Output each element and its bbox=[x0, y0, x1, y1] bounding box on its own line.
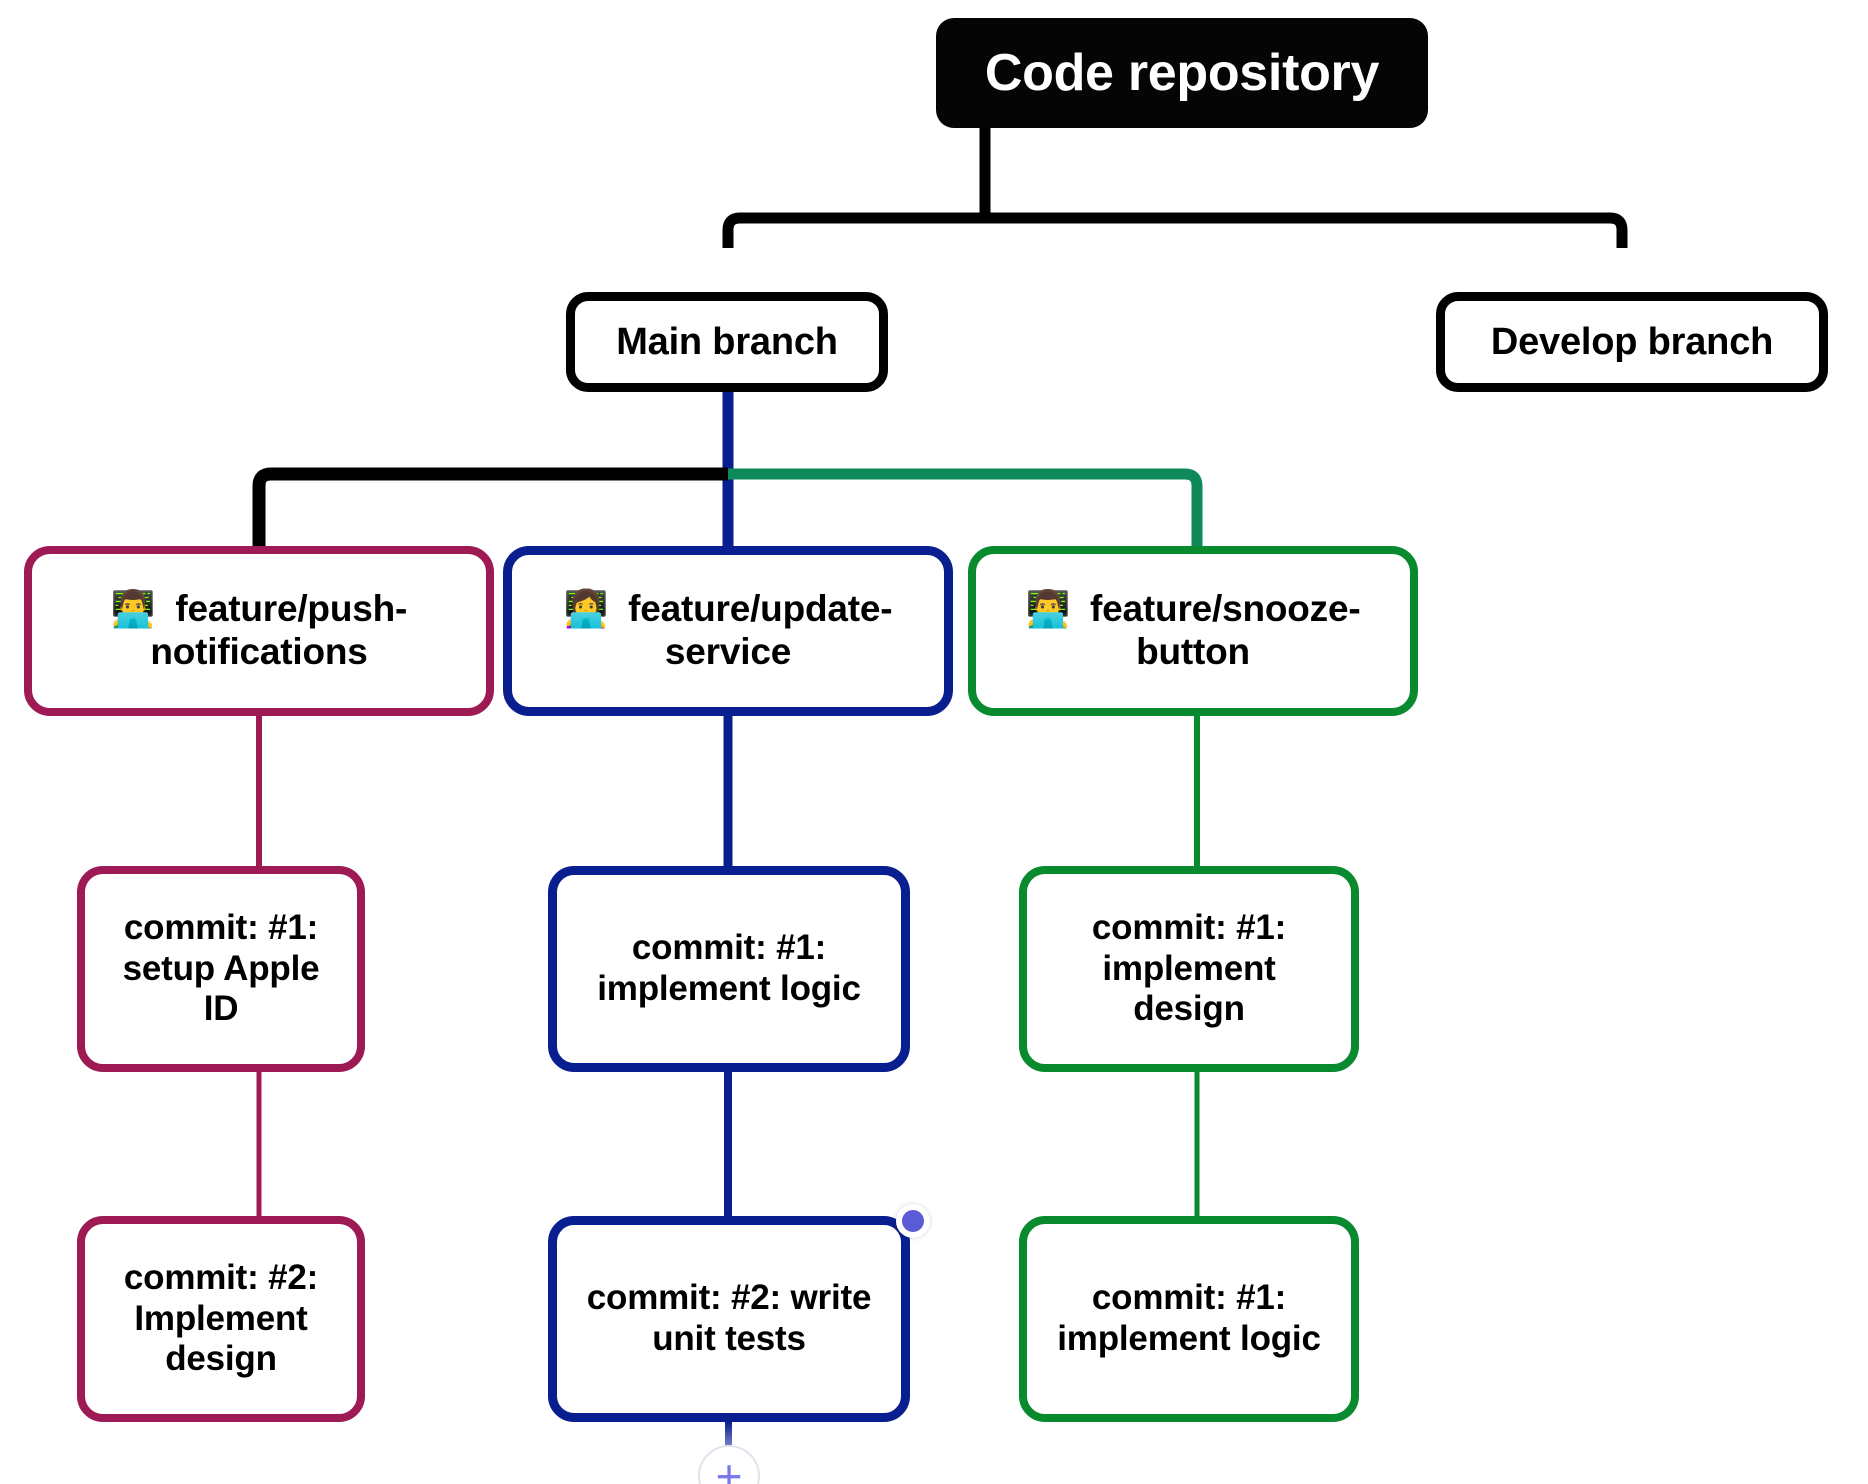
node-label: feature/update-service bbox=[628, 588, 893, 672]
node-label: feature/push-notifications bbox=[150, 588, 408, 672]
plus-icon: + bbox=[715, 1450, 743, 1484]
node-feature-snooze-button[interactable]: 👨‍💻 feature/snooze-button bbox=[968, 546, 1418, 716]
node-push-commit-1[interactable]: commit: #1: setup Apple ID bbox=[77, 866, 365, 1072]
node-feature-push-notifications[interactable]: 👨‍💻 feature/push-notifications bbox=[24, 546, 494, 716]
node-label: feature/snooze-button bbox=[1090, 588, 1361, 672]
add-child-button[interactable]: + bbox=[698, 1445, 760, 1484]
node-feature-content: 👨‍💻 feature/push-notifications bbox=[50, 588, 468, 674]
connector-featurebus-left bbox=[252, 467, 728, 548]
node-snooze-commit-2[interactable]: commit: #1: implement logic bbox=[1019, 1216, 1359, 1422]
connector-bus-main-develop bbox=[722, 212, 1628, 248]
node-feature-content: 👨‍💻 feature/snooze-button bbox=[994, 588, 1392, 674]
node-code-repository[interactable]: Code repository bbox=[936, 18, 1428, 128]
node-label: commit: #1: implement logic bbox=[597, 928, 861, 1008]
node-feature-update-service[interactable]: 👩‍💻 feature/update-service bbox=[503, 546, 953, 716]
node-label: Code repository bbox=[984, 43, 1380, 102]
node-label: Develop branch bbox=[1490, 320, 1774, 363]
node-label: commit: #1: setup Apple ID bbox=[122, 908, 320, 1029]
node-push-commit-2[interactable]: commit: #2: Implement design bbox=[77, 1216, 365, 1422]
node-main-branch[interactable]: Main branch bbox=[566, 292, 888, 392]
connector-featurebus-right bbox=[728, 468, 1203, 548]
node-snooze-commit-1[interactable]: commit: #1: implement design bbox=[1019, 866, 1359, 1072]
selection-handle[interactable] bbox=[896, 1204, 930, 1238]
node-label: commit: #1: implement logic bbox=[1057, 1278, 1321, 1358]
node-label: commit: #1: implement design bbox=[1091, 908, 1287, 1029]
node-develop-branch[interactable]: Develop branch bbox=[1436, 292, 1828, 392]
node-update-commit-2[interactable]: commit: #2: write unit tests bbox=[548, 1216, 910, 1422]
node-label: Main branch bbox=[616, 320, 838, 363]
add-child-stub bbox=[725, 1422, 732, 1460]
woman-technologist-emoji: 👩‍💻 bbox=[563, 588, 619, 630]
node-feature-content: 👩‍💻 feature/update-service bbox=[530, 588, 926, 674]
man-technologist-emoji: 👨‍💻 bbox=[1025, 588, 1080, 630]
man-technologist-emoji: 👨‍💻 bbox=[110, 588, 166, 630]
node-label: commit: #2: Implement design bbox=[123, 1258, 319, 1379]
node-update-commit-1[interactable]: commit: #1: implement logic bbox=[548, 866, 910, 1072]
node-label: commit: #2: write unit tests bbox=[586, 1278, 872, 1358]
